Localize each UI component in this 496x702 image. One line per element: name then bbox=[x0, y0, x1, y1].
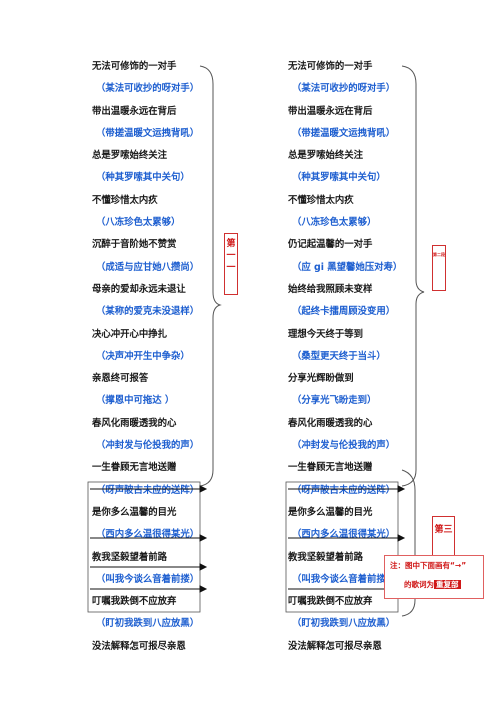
pinyin-line: （起终卡擂周顾没变用） bbox=[292, 306, 396, 318]
pinyin-line: （西内多么温很得某光） bbox=[96, 529, 200, 541]
lyric-line: 理想今天终于等到 bbox=[288, 328, 364, 340]
right-lyrics-column: 无法可修饰的一对手 （某法可收抄的呀对手） 带出温暖永远在背后 （带搓温暖文运拽背吼）… bbox=[288, 56, 418, 658]
lyric-line: 带出温暖永远在背后 bbox=[92, 105, 177, 117]
pinyin-line: （冲封发与伦投我的声） bbox=[96, 440, 200, 452]
pinyin-line: （盯初我跌到八应放黑） bbox=[96, 618, 200, 630]
verse-1-label: 第一一 bbox=[224, 233, 238, 295]
pinyin-line: （决声冲开生中争杂） bbox=[96, 350, 190, 362]
pinyin-line: （成适与应甘她八攒尚） bbox=[96, 261, 200, 273]
lyric-line: 带出温暖永远在背后 bbox=[288, 105, 373, 117]
pinyin-line: （种其罗嗦其中关句） bbox=[96, 172, 190, 184]
lyric-line: 一生眷顾无言地送赠 bbox=[288, 462, 373, 474]
lyric-line: 是你多么温馨的目光 bbox=[288, 506, 373, 518]
lyric-line: 无法可修饰的一对手 bbox=[288, 61, 373, 72]
pinyin-line: （呀声陂古未应的送阵） bbox=[96, 484, 200, 496]
pinyin-line: （八冻珍色太累够） bbox=[292, 217, 377, 229]
lyric-line: 叮嘱我跌倒不应放弃 bbox=[92, 596, 177, 608]
lyric-line: 没法解释怎可报尽亲恩 bbox=[92, 640, 186, 652]
note-line-2-prefix: 的歌词为 bbox=[404, 580, 434, 589]
pinyin-line: （西内多么温很得某光） bbox=[292, 529, 396, 541]
pinyin-line: （带搓温暖文运拽背吼） bbox=[96, 127, 200, 139]
lyric-line: 没法解释怎可报尽亲恩 bbox=[288, 640, 382, 652]
pinyin-line: （桑型更天终于当斗） bbox=[292, 350, 386, 362]
pinyin-line: （八冻珍色太累够） bbox=[96, 217, 181, 229]
pinyin-line: （分享光飞盼走到） bbox=[292, 395, 377, 407]
pinyin-line: （撑恩中可拖达 ） bbox=[96, 395, 175, 407]
note-line-1: 注：图中下面画有“→” bbox=[390, 561, 467, 570]
verse-2-label: 第二段 bbox=[432, 245, 446, 291]
repeat-note: 注：图中下面画有“→” 的歌词为重复部 bbox=[384, 555, 484, 599]
lyric-line: 沉醉于音阶她不赞赏 bbox=[92, 239, 177, 251]
pinyin-line: （冲封发与伦投我的声） bbox=[292, 440, 396, 452]
lyric-line: 一生眷顾无言地送赠 bbox=[92, 462, 177, 474]
lyric-line: 母亲的爱却永远未退让 bbox=[92, 283, 186, 295]
note-highlight: 重复部 bbox=[434, 580, 461, 589]
pinyin-line: （应 gi 黑望馨她压对寿） bbox=[292, 261, 403, 273]
note-line-2: 的歌词为重复部 bbox=[390, 579, 478, 590]
lyric-line: 亲恩终可报答 bbox=[92, 373, 149, 385]
pinyin-line: （呀声陂古未应的送阵） bbox=[292, 484, 396, 496]
pinyin-line: （某称的爱克未没退样） bbox=[96, 306, 200, 318]
lyric-line: 总是罗嗦始终关注 bbox=[288, 150, 364, 162]
lyric-line: 始终给我照顾未变样 bbox=[288, 283, 373, 295]
lyric-line: 总是罗嗦始终关注 bbox=[92, 150, 168, 162]
lyric-line: 春风化雨暖透我的心 bbox=[288, 417, 373, 429]
pinyin-line: （盯初我跌到八应放黑） bbox=[292, 618, 396, 630]
lyric-line: 是你多么温馨的目光 bbox=[92, 506, 177, 518]
lyric-line: 决心冲开心中挣扎 bbox=[92, 328, 168, 340]
lyric-line: 无法可修饰的一对手 bbox=[92, 61, 177, 72]
lyric-line: 教我坚毅望着前路 bbox=[92, 551, 168, 563]
lyric-line: 春风化雨暖透我的心 bbox=[92, 417, 177, 429]
lyric-line: 仍记起温馨的一对手 bbox=[288, 239, 373, 251]
pinyin-line: （某法可收抄的呀对手） bbox=[96, 83, 200, 95]
lyric-line: 分享光辉盼做到 bbox=[288, 373, 354, 385]
pinyin-line: （叫我今谈么音着前搂） bbox=[96, 573, 200, 585]
pinyin-line: （某法可收抄的呀对手） bbox=[292, 83, 396, 95]
left-lyrics-column: 无法可修饰的一对手 （某法可收抄的呀对手） 带出温暖永远在背后 （带搓温暖文运拽背吼）… bbox=[92, 56, 222, 658]
pinyin-line: （种其罗嗦其中关句） bbox=[292, 172, 386, 184]
pinyin-line: （带搓温暖文运拽背吼） bbox=[292, 127, 396, 139]
lyric-line: 不懂珍惜太内疚 bbox=[288, 194, 354, 206]
lyric-line: 不懂珍惜太内疚 bbox=[92, 194, 158, 206]
